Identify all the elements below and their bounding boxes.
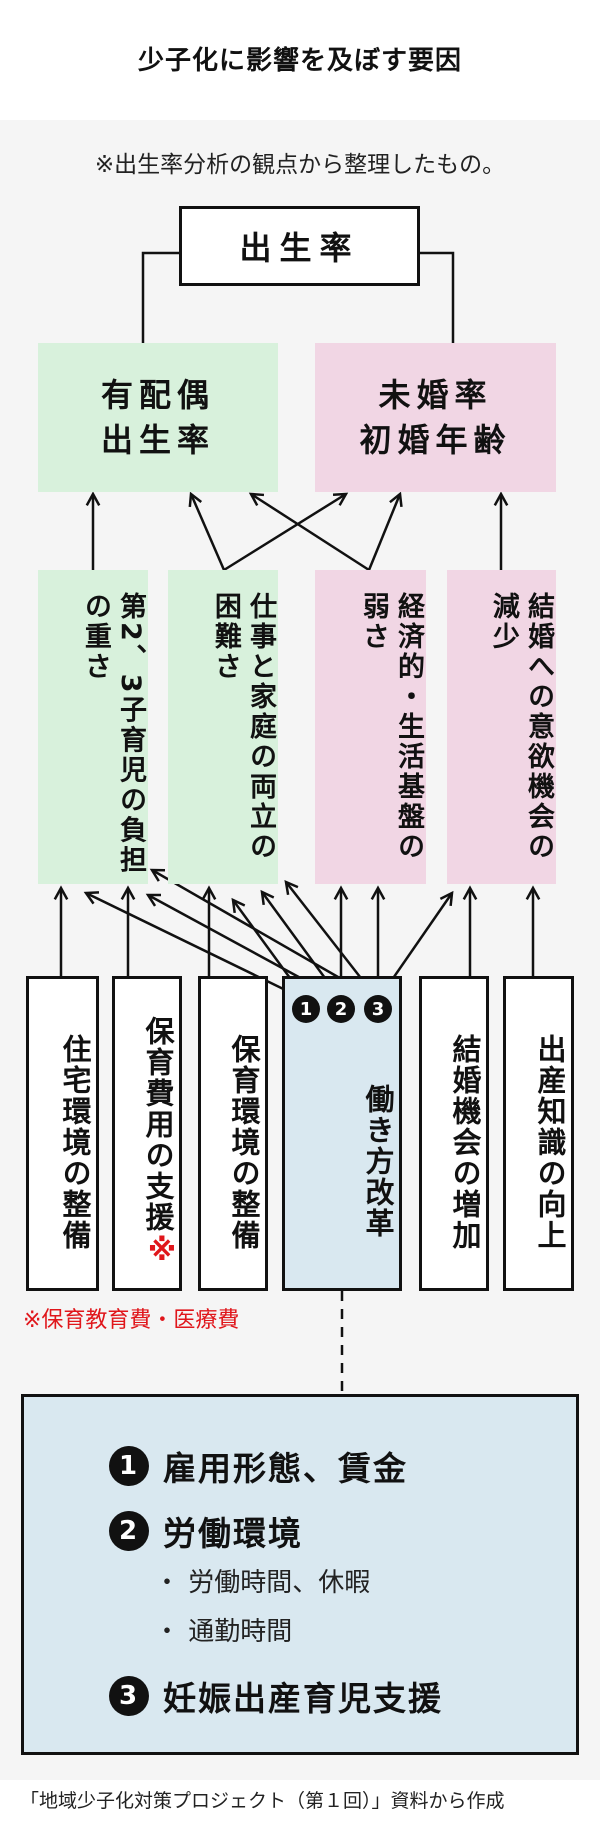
arrowhead-icon [53,885,69,901]
measure-marriage-opportunity: 結婚機会の増加 [419,976,489,1291]
arrowhead-icon [149,868,166,882]
detail-item-1: 1 雇用形態、賃金 [109,1442,408,1490]
note: ※出生率分析の観点から整理したもの。 [94,152,506,178]
factor-child-burden: 第2、3子育児の負担の重さ [38,570,148,884]
detail-sub-1: ・ 労働時間、休暇 [154,1568,371,1598]
arrowhead-icon [145,893,162,907]
arrowhead-icon [231,897,246,914]
number-badge-3: 3 [109,1676,149,1716]
arrowhead-icon [370,885,386,901]
arrowhead-icon [493,491,509,507]
birth-rate-box: 出生率 [179,206,420,286]
measure-birth-knowledge: 出産知識の向上 [503,976,574,1291]
arrowhead-icon [284,879,299,896]
number-badge-3: 3 [364,995,392,1023]
arrow [223,492,347,572]
arrowhead-icon [248,492,265,507]
detail-label: 雇用形態、賃金 [163,1449,408,1488]
box-line: 未婚率 [378,375,493,414]
box-line: 有配偶 [100,375,215,414]
unmarried-rate-box: 未婚率 初婚年齢 [315,343,556,492]
measure-work-reform: 働き方改革 [282,976,402,1291]
arrow [250,492,370,572]
factor-marriage-desire: 結婚への意欲機会の減少 [447,570,556,884]
measure-label: 保育費用の支援 [141,1016,175,1233]
measure-childcare-cost: 保育費用の支援※ [112,976,182,1291]
arrowhead-icon [260,889,275,906]
arrowhead-icon [525,885,541,901]
measure-housing: 住宅環境の整備 [26,976,99,1291]
diagram-title: 少子化に影響を及ぼす要因 [137,46,462,76]
detail-item-2: 2 労働環境 [109,1507,303,1555]
arrowhead-icon [333,885,349,901]
arrowhead-icon [201,885,217,901]
arrowhead-icon [439,890,454,907]
arrow [189,493,226,571]
arrowhead-icon [120,885,136,901]
measure-childcare-env: 保育環境の整備 [198,976,268,1291]
factor-work-family: 仕事と家庭の両立の困難さ [168,570,278,884]
arrow [85,891,307,1002]
arrowhead-icon [462,885,478,901]
source-credit: 「地域少子化対策プロジェクト（第１回）」資料から作成 [20,1790,505,1812]
footnote: ※保育教育費・医療費 [23,1308,240,1333]
marital-fertility-box: 有配偶 出生率 [38,343,278,492]
box-line: 初婚年齢 [359,420,512,459]
detail-label: 妊娠出産育児支援 [163,1679,443,1718]
box-line: 出生率 [100,420,215,459]
number-badge-1: 1 [109,1446,149,1486]
factor-economic: 経済的・生活基盤の弱さ [315,570,426,884]
detail-item-3: 3 妊娠出産育児支援 [109,1672,443,1720]
work-reform-detail-box: 1 雇用形態、賃金 2 労働環境 ・ 労働時間、休暇 ・ 通勤時間 3 妊娠出産育児支… [21,1394,579,1755]
number-badge-2: 2 [327,995,355,1023]
connector-left [141,251,180,343]
arrow [367,493,402,571]
number-badge-1: 1 [292,995,320,1023]
connector-right [420,251,455,343]
arrowhead-icon [83,891,100,905]
arrowhead-icon [332,492,349,506]
detail-label: 労働環境 [163,1514,303,1553]
arrowhead-icon [188,491,203,508]
arrowhead-icon [389,491,403,508]
number-badge-2: 2 [109,1511,149,1551]
footnote-mark: ※ [145,1233,179,1269]
arrowhead-icon [85,491,101,507]
detail-sub-2: ・ 通勤時間 [154,1617,293,1647]
